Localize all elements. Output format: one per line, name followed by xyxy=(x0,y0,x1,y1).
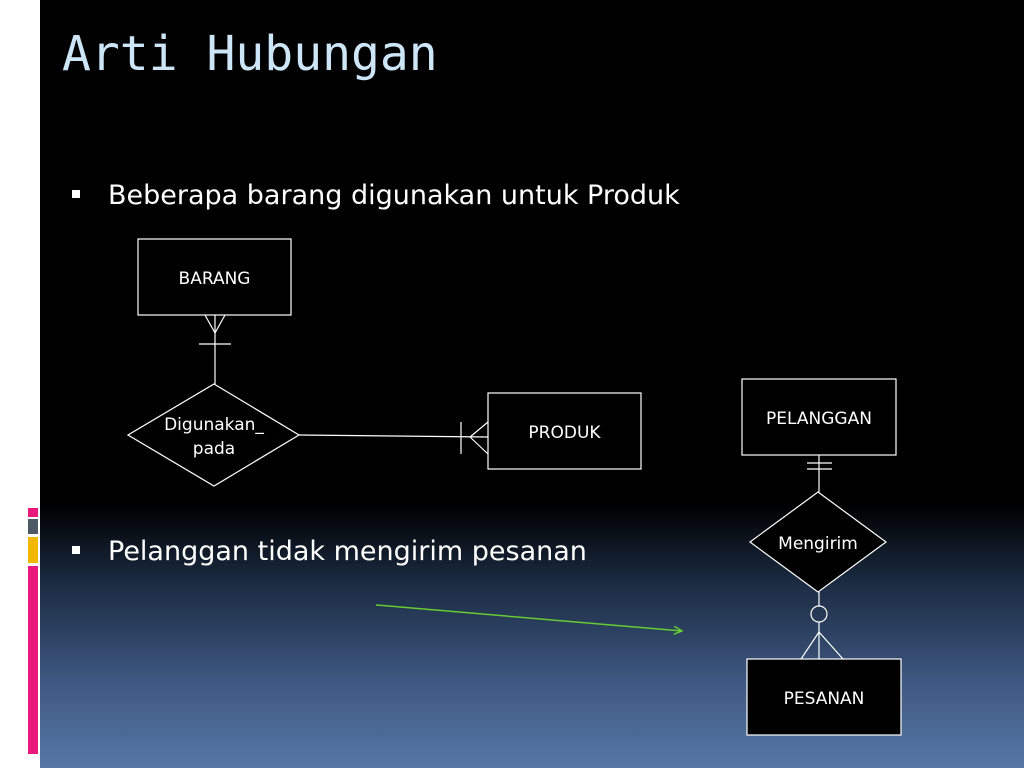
crowfoot-lower-prong xyxy=(469,436,489,455)
entity-pelanggan-label: PELANGGAN xyxy=(766,409,872,429)
crowfoot-upper-prong xyxy=(469,421,489,438)
pointer-arrow xyxy=(375,604,682,631)
relationship-label-line2: pada xyxy=(193,439,235,459)
optional-circle xyxy=(810,605,828,623)
bullet-marker-2 xyxy=(72,546,80,554)
bullet-text-1: Beberapa barang digunakan untuk Produk xyxy=(108,180,680,211)
crowfoot-left-prong xyxy=(800,631,820,660)
bullet-marker-1 xyxy=(72,190,80,198)
crowfoot-right-prong xyxy=(818,631,844,660)
connector-pelanggan-relationship xyxy=(807,455,832,492)
entity-barang-label: BARANG xyxy=(179,269,251,289)
connector-relationship-pesanan xyxy=(800,592,844,660)
relationship-mengirim: Mengirim xyxy=(748,491,888,593)
slide-title: Arti Hubungan xyxy=(62,26,438,82)
accent-tab-pink-top xyxy=(28,508,38,517)
accent-tab-pink-bottom xyxy=(28,566,38,754)
entity-pesanan-label: PESANAN xyxy=(784,689,865,709)
entity-produk-label: PRODUK xyxy=(528,423,601,443)
crowfoot-left-prong xyxy=(204,314,216,334)
crowfoot-right-prong xyxy=(214,314,226,334)
relationship-digunakan-pada: Digunakan_ pada xyxy=(126,383,301,487)
accent-tab-gray xyxy=(28,519,38,534)
entity-pelanggan: PELANGGAN xyxy=(741,378,897,456)
entity-pesanan: PESANAN xyxy=(746,658,902,736)
connector-barang-relationship xyxy=(199,314,231,384)
entity-produk: PRODUK xyxy=(487,392,642,470)
accent-tab-yellow xyxy=(28,537,38,563)
bullet-text-2: Pelanggan tidak mengirim pesanan xyxy=(108,536,587,567)
relationship-label-line1: Digunakan_ xyxy=(164,415,264,435)
relationship-mengirim-label: Mengirim xyxy=(778,534,858,554)
entity-barang: BARANG xyxy=(137,238,292,316)
connector-relationship-produk xyxy=(298,421,489,455)
